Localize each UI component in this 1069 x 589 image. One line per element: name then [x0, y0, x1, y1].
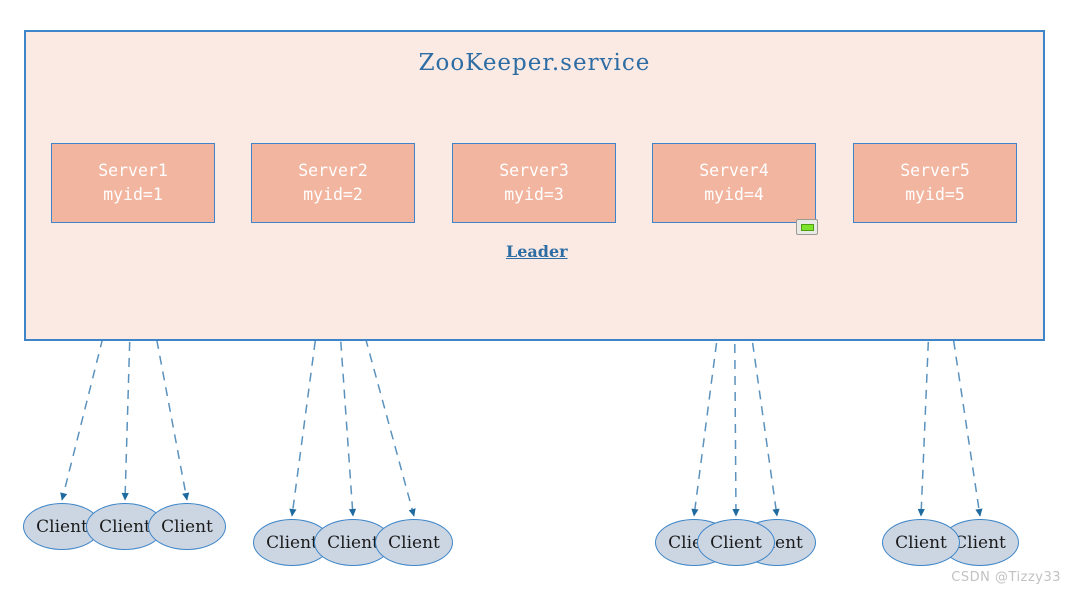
- server-node-2[interactable]: Server2 myid=2: [251, 143, 415, 223]
- server-name: Server3: [499, 161, 569, 181]
- server-node-4[interactable]: Server4 myid=4: [652, 143, 816, 223]
- handle-pip-icon: [800, 223, 814, 231]
- client-node[interactable]: Client: [941, 519, 1019, 566]
- server-myid: myid=2: [303, 185, 363, 204]
- server-node-3[interactable]: Server3 myid=3: [452, 143, 616, 223]
- server-name: Server1: [98, 161, 168, 181]
- resize-handle-icon[interactable]: [796, 219, 818, 235]
- client-node[interactable]: Client: [882, 519, 960, 566]
- server-node-5[interactable]: Server5 myid=5: [853, 143, 1017, 223]
- client-label: Client: [895, 532, 947, 553]
- client-node[interactable]: Client: [148, 503, 226, 550]
- diagram-title: ZooKeeper.service: [418, 50, 651, 76]
- client-label: Client: [954, 532, 1006, 553]
- client-label: Client: [710, 532, 762, 553]
- client-label: Client: [388, 532, 440, 553]
- client-node[interactable]: Client: [697, 519, 775, 566]
- server-myid: myid=1: [103, 185, 163, 204]
- client-label: Client: [99, 516, 151, 537]
- server-myid: myid=4: [704, 185, 764, 204]
- watermark: CSDN @Tizzy33: [951, 570, 1061, 585]
- server-name: Server4: [699, 161, 769, 181]
- server-myid: myid=5: [905, 185, 965, 204]
- client-node[interactable]: Client: [23, 503, 101, 550]
- server-name: Server5: [900, 161, 970, 181]
- client-label: Client: [161, 516, 213, 537]
- server-myid: myid=3: [504, 185, 564, 204]
- client-label: Client: [36, 516, 88, 537]
- client-label: Client: [327, 532, 379, 553]
- server-node-1[interactable]: Server1 myid=1: [51, 143, 215, 223]
- server-name: Server2: [298, 161, 368, 181]
- client-label: Client: [266, 532, 318, 553]
- client-node[interactable]: Client: [375, 519, 453, 566]
- leader-label: Leader: [506, 242, 568, 261]
